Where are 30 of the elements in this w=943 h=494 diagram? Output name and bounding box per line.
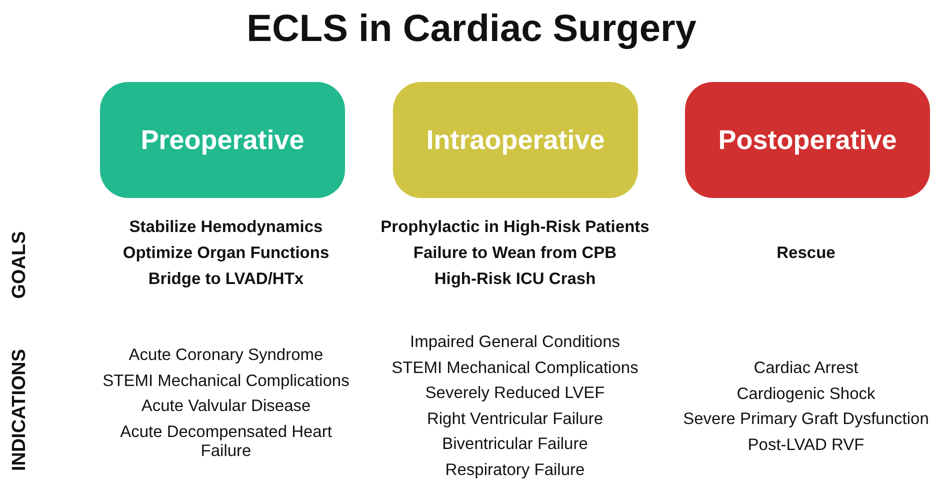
indication-text: Biventricular Failure [441, 435, 589, 454]
phase-title: Intraoperative [426, 124, 605, 156]
indication-text: Acute Decompensated Heart Failure [119, 422, 333, 460]
indication-text: Acute Coronary Syndrome [128, 346, 324, 365]
indication-text: Impaired General Conditions [408, 333, 622, 352]
goal-text: Stabilize Hemodynamics [128, 218, 324, 237]
row-header: INDICATIONS [9, 348, 32, 472]
phase-title: Preoperative [140, 124, 304, 156]
phase-title: Postoperative [718, 124, 897, 156]
goal-text: High-Risk ICU Crash [433, 270, 597, 289]
phase-box [100, 82, 345, 198]
indication-text: Cardiac Arrest [752, 359, 860, 378]
indication-text: Right Ventricular Failure [426, 410, 604, 428]
goal-text: Prophylactic in High-Risk Patients [380, 218, 650, 237]
phase-box [685, 82, 930, 198]
indication-text: Acute Valvular Disease [140, 397, 312, 416]
indication-text: STEMI Mechanical Complications [390, 358, 640, 378]
phase-box [393, 82, 638, 198]
indication-text: Respiratory Failure [444, 460, 586, 480]
indication-text: Cardiogenic Shock [736, 384, 876, 404]
indication-text: Severe Primary Graft Dysfunction [682, 410, 930, 429]
goal-text: Failure to Wean from CPB [412, 244, 618, 263]
row-header: GOALS [8, 231, 31, 299]
goal-text: Rescue [776, 244, 836, 263]
goal-text: Optimize Organ Functions [122, 244, 330, 263]
indication-text: Severely Reduced LVEF [424, 384, 606, 403]
indication-text: Post-LVAD RVF [746, 436, 866, 454]
goal-text: Bridge to LVAD/HTx [147, 270, 305, 289]
diagram-title: ECLS in Cardiac Surgery [246, 8, 698, 51]
indication-text: STEMI Mechanical Complications [102, 372, 350, 390]
